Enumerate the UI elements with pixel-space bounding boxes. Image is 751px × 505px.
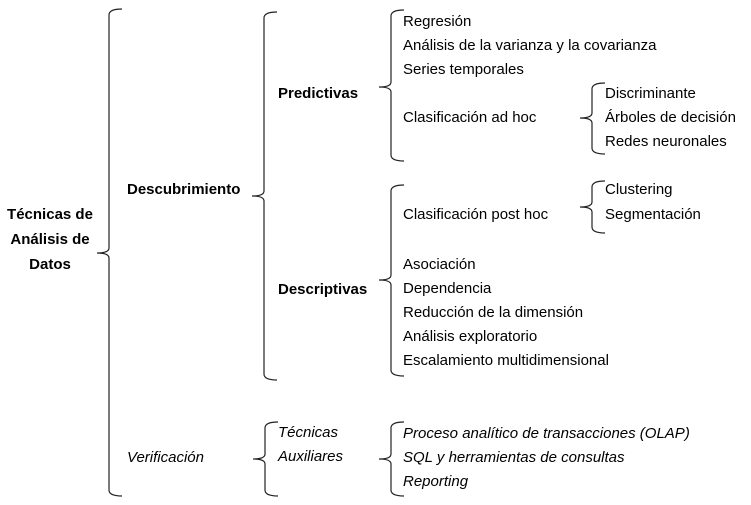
root-title-line-1: Técnicas de	[7, 206, 93, 223]
root-brace	[96, 8, 123, 497]
descriptive-brace	[378, 184, 405, 377]
discovery-brace	[251, 11, 278, 381]
posthoc-brace	[579, 180, 606, 234]
descriptive-item: Asociación	[403, 256, 476, 273]
predictive-brace	[378, 9, 405, 162]
predictive-item: Series temporales	[403, 61, 524, 78]
adhoc-brace	[579, 82, 606, 155]
verification-brace	[252, 421, 279, 497]
verification-item: SQL y herramientas de consultas	[403, 449, 625, 466]
verification-label: Verificación	[127, 449, 204, 466]
adhoc-child: Árboles de decisión	[605, 109, 736, 126]
descriptive-item: Dependencia	[403, 280, 492, 297]
adhoc-child: Redes neuronales	[605, 133, 727, 150]
descriptive-item: Clasificación post hoc	[403, 206, 549, 223]
aux-brace	[378, 421, 405, 497]
discovery-label: Descubrimiento	[127, 181, 241, 198]
aux-label-line-1: Técnicas	[278, 424, 339, 441]
aux-label-line-2: Auxiliares	[278, 448, 344, 465]
descriptive-label: Descriptivas	[278, 281, 368, 298]
descriptive-item: Escalamiento multidimensional	[403, 352, 609, 369]
descriptive-item: Reducción de la dimensión	[403, 304, 584, 321]
root-title-line-3: Datos	[29, 256, 71, 273]
adhoc-child: Discriminante	[605, 85, 696, 102]
predictive-item: Clasificación ad hoc	[403, 109, 537, 126]
predictive-item: Análisis de la varianza y la covarianza	[403, 37, 657, 54]
descriptive-item: Análisis exploratorio	[403, 328, 538, 345]
posthoc-child: Clustering	[605, 181, 673, 198]
verification-item: Reporting	[403, 473, 469, 490]
verification-item: Proceso analítico de transacciones (OLAP…	[403, 425, 690, 442]
root-title-line-2: Análisis de	[10, 231, 90, 248]
posthoc-child: Segmentación	[605, 206, 701, 223]
predictive-label: Predictivas	[278, 85, 359, 102]
predictive-item: Regresión	[403, 13, 472, 30]
